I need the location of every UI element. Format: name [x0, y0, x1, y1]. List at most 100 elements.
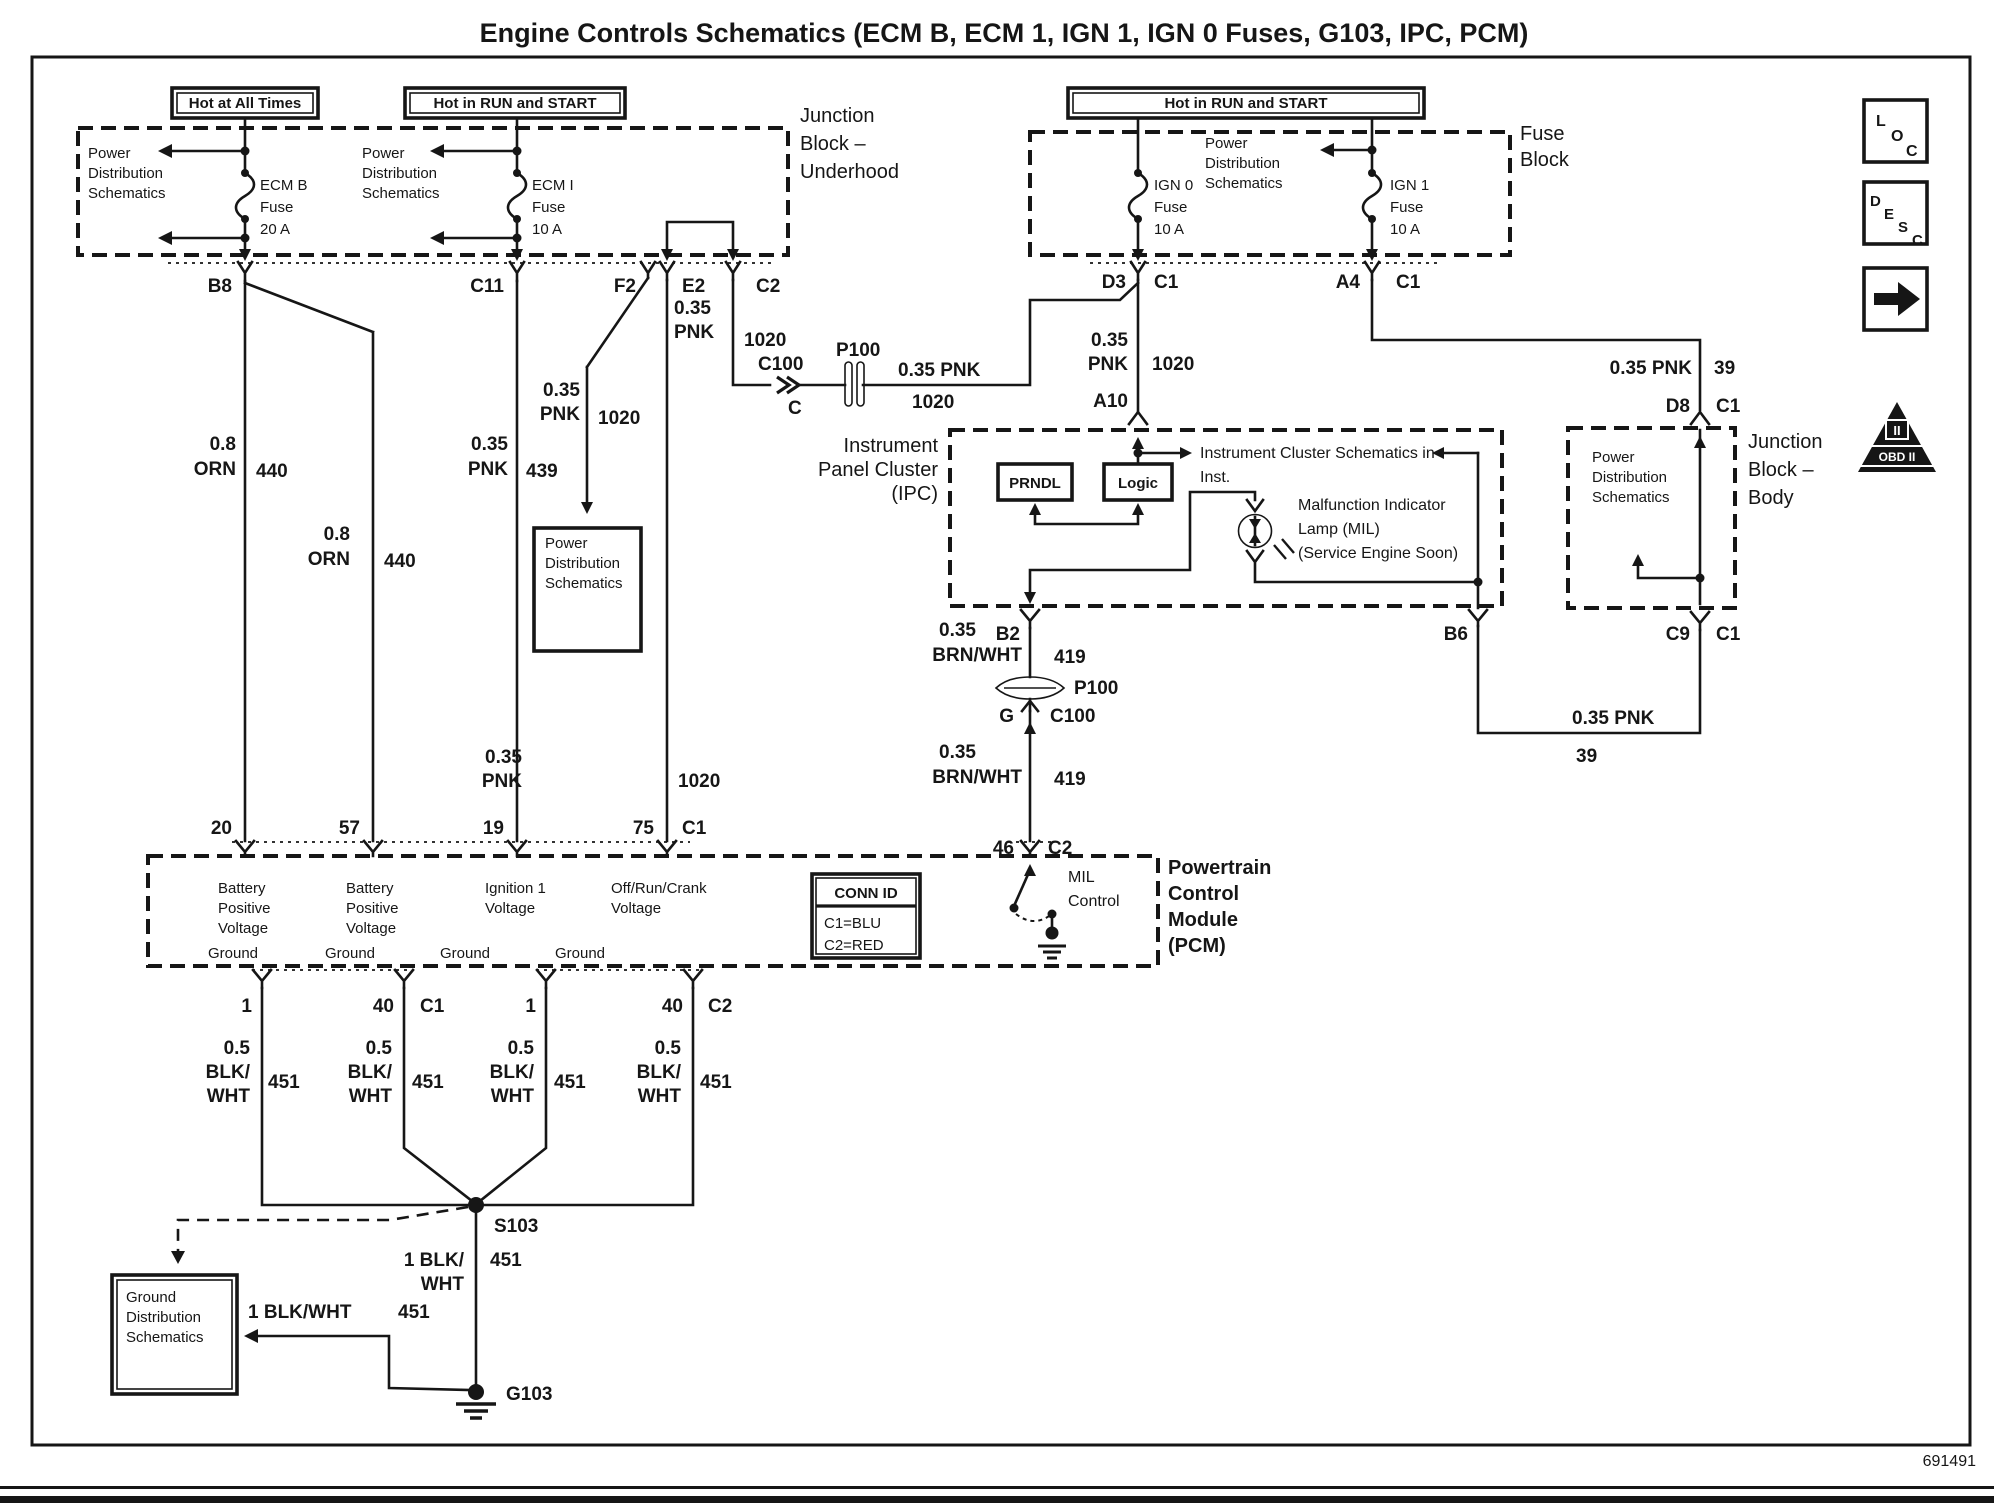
- flag-hot-in-run-start-right: Hot in RUN and START: [1164, 95, 1327, 112]
- jb-body-label: Body: [1748, 487, 1794, 509]
- wire-blkwht-451: [402, 986, 474, 1203]
- lamp-rays-icon: [1273, 538, 1295, 560]
- desc-letter: C: [1912, 232, 1923, 249]
- power-dist-note: Distribution: [1592, 469, 1667, 486]
- pcm-label: Control: [1168, 883, 1239, 905]
- fuse-block-label: Block: [1520, 149, 1570, 171]
- wire-gauge: 0.35: [939, 620, 976, 641]
- junction-dot: [1695, 573, 1705, 583]
- ground-runs: 1 40 C1 1 40 C2 0.5 BLK/ WHT 451 0.5 BLK…: [110, 968, 732, 1420]
- inline-connector-chevron: [776, 375, 802, 395]
- ground-g103-label: G103: [506, 1384, 552, 1405]
- pcm-ground-label: Ground: [325, 945, 375, 962]
- pin-label-c1: C1: [1716, 396, 1741, 417]
- down-arrow-icon: [1366, 249, 1378, 261]
- desc-letter: E: [1884, 206, 1894, 223]
- fuse-dot: [1134, 169, 1142, 177]
- fuse-ecm-b-name: ECM B: [260, 177, 308, 194]
- up-arrow-icon: [1132, 437, 1144, 449]
- jb-body-label: Block –: [1748, 459, 1814, 481]
- pin-label-20: 20: [211, 818, 232, 839]
- wire-circuit: 439: [526, 461, 558, 482]
- power-dist-note: Schematics: [1592, 489, 1670, 506]
- cluster-note: Inst.: [1200, 469, 1230, 486]
- flag-box-inner: [409, 92, 621, 114]
- fuse-ecm-i-name: ECM I: [532, 177, 574, 194]
- pcm-box: [146, 854, 1160, 968]
- right-arrow-icon: [1874, 282, 1920, 316]
- prndl-box: [996, 462, 1074, 502]
- down-arrow-icon: [171, 1251, 185, 1264]
- instrument-panel-cluster: Instrument Panel Cluster (IPC) Instrumen…: [818, 428, 1504, 645]
- powertrain-control-module: 20 57 19 75 C1 Battery Positive Voltage …: [146, 818, 1271, 968]
- pin-label-c9: C9: [1666, 624, 1690, 645]
- power-dist-note: Distribution: [545, 555, 620, 572]
- pcm-ground-label: Ground: [555, 945, 605, 962]
- loc-button[interactable]: [1862, 98, 1929, 164]
- p100-connector-icon: [856, 361, 865, 407]
- sidebar-icons: L O C D E S C: [1862, 98, 1929, 332]
- wire-color: PNK: [540, 404, 580, 425]
- wire-gauge: 0.35: [543, 380, 580, 401]
- f2-branch: 0.35 PNK 1020 Power Distribution Schemat…: [532, 276, 650, 653]
- jb-body-label: Junction: [1748, 431, 1823, 453]
- pin-label-75: 75: [633, 818, 655, 839]
- wire-gauge: 0.8: [324, 524, 350, 545]
- desc-button[interactable]: [1862, 180, 1929, 246]
- wire-gauge: 0.35: [939, 742, 976, 763]
- pcm-ground-label: Ground: [440, 945, 490, 962]
- wire-color: WHT: [207, 1086, 251, 1107]
- left-arrow-icon: [1320, 143, 1334, 157]
- switch-throw-arc: [1015, 913, 1053, 922]
- ipc-label: Panel Cluster: [818, 459, 938, 481]
- left-wire-runs: 0.8 ORN 440 0.8 ORN 440 0.35 PNK 439 0.3…: [194, 278, 720, 843]
- jb-underhood-label: Junction: [800, 105, 875, 127]
- wire-color: WHT: [349, 1086, 393, 1107]
- wire-gauge: 0.5: [366, 1038, 393, 1059]
- pin-label-a10: A10: [1093, 391, 1128, 412]
- p100-connector-icon: [844, 361, 853, 407]
- ipc-label: Instrument: [844, 435, 939, 457]
- down-arrow-icon: [1132, 249, 1144, 261]
- power-dist-note: Distribution: [1205, 155, 1280, 172]
- pin-label-d3: D3: [1102, 272, 1126, 293]
- connector-y: [393, 968, 415, 990]
- power-dist-note: Power: [1205, 135, 1248, 152]
- wire-orn-440-b: [243, 281, 375, 843]
- right-arrow-icon: [1180, 447, 1192, 459]
- pin-label-19: 19: [483, 818, 504, 839]
- wire: [1636, 564, 1702, 580]
- connector-y: [682, 968, 704, 990]
- desc-letter: D: [1870, 193, 1881, 210]
- fuse-dot: [513, 169, 521, 177]
- fuse-symbol-ecm-b: [234, 171, 256, 221]
- fuse-block: Fuse Block IGN 0 Fuse 10 A Power Distrib…: [1028, 116, 1570, 293]
- fuse-dot: [1368, 215, 1376, 223]
- fuse-ecm-i-rating: 10 A: [532, 221, 562, 238]
- connector-y: [362, 839, 384, 858]
- lamp-filament: [1249, 533, 1261, 543]
- up-arrow-icon: [1132, 503, 1144, 515]
- wire-gauge: 0.8: [210, 434, 236, 455]
- fuse-dot: [241, 215, 249, 223]
- pin-label-c1: C1: [1396, 272, 1421, 293]
- pin-label-40: 40: [373, 996, 394, 1017]
- loc-letter: O: [1891, 128, 1903, 145]
- lamp-filament: [1249, 519, 1261, 529]
- pcm-ground-label: Ground: [208, 945, 258, 962]
- pin-label-c1: C1: [420, 996, 445, 1017]
- conn-id-c1: C1=BLU: [824, 915, 881, 932]
- figure-number: 691491: [1923, 1453, 1976, 1470]
- down-arrow-icon: [661, 249, 673, 261]
- pin-label-e2: E2: [682, 276, 705, 297]
- wire-size-color: 1 BLK/: [404, 1250, 465, 1271]
- connector-c100: C100: [758, 354, 803, 375]
- fuse-ecm-b-word: Fuse: [260, 199, 293, 216]
- fuse-ign1-rating: 10 A: [1390, 221, 1420, 238]
- wire-color: BLK/: [348, 1062, 393, 1083]
- fuse-dot: [241, 169, 249, 177]
- flag-box-inner: [176, 92, 314, 114]
- wire-circuit: 1020: [598, 408, 640, 429]
- down-arrow-icon: [581, 502, 593, 514]
- connector-y-down: [1127, 409, 1149, 426]
